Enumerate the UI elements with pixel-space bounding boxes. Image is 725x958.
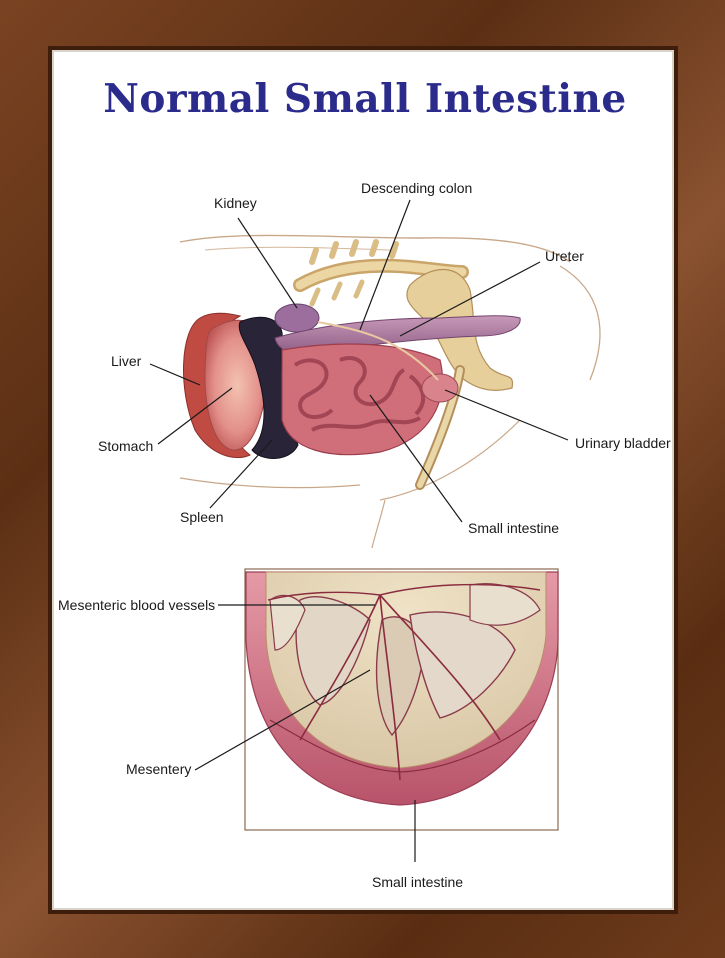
label-urinary-bladder: Urinary bladder	[575, 435, 671, 451]
label-small-intestine-upper: Small intestine	[468, 520, 559, 536]
kidney	[274, 303, 320, 333]
label-ureter: Ureter	[545, 248, 584, 264]
poster-title: Normal Small Intestine	[103, 76, 627, 122]
label-small-intestine-lower: Small intestine	[372, 874, 463, 890]
label-descending-colon: Descending colon	[361, 180, 472, 196]
label-spleen: Spleen	[180, 509, 224, 525]
label-kidney: Kidney	[214, 195, 257, 211]
mesentery-inset-frame	[244, 568, 559, 831]
label-stomach: Stomach	[98, 438, 153, 454]
label-mesenteric-blood-vessels: Mesenteric blood vessels	[58, 597, 215, 613]
mesentery-illustration	[245, 571, 559, 806]
leader-lines-upper	[149, 199, 569, 523]
leader-lines-lower	[194, 604, 416, 862]
urinary-bladder	[421, 373, 459, 403]
small-intestine-loops	[281, 343, 444, 456]
label-liver: Liver	[111, 353, 142, 369]
ureter	[317, 321, 439, 381]
label-mesentery: Mesentery	[126, 761, 191, 777]
body-outline	[179, 234, 601, 549]
